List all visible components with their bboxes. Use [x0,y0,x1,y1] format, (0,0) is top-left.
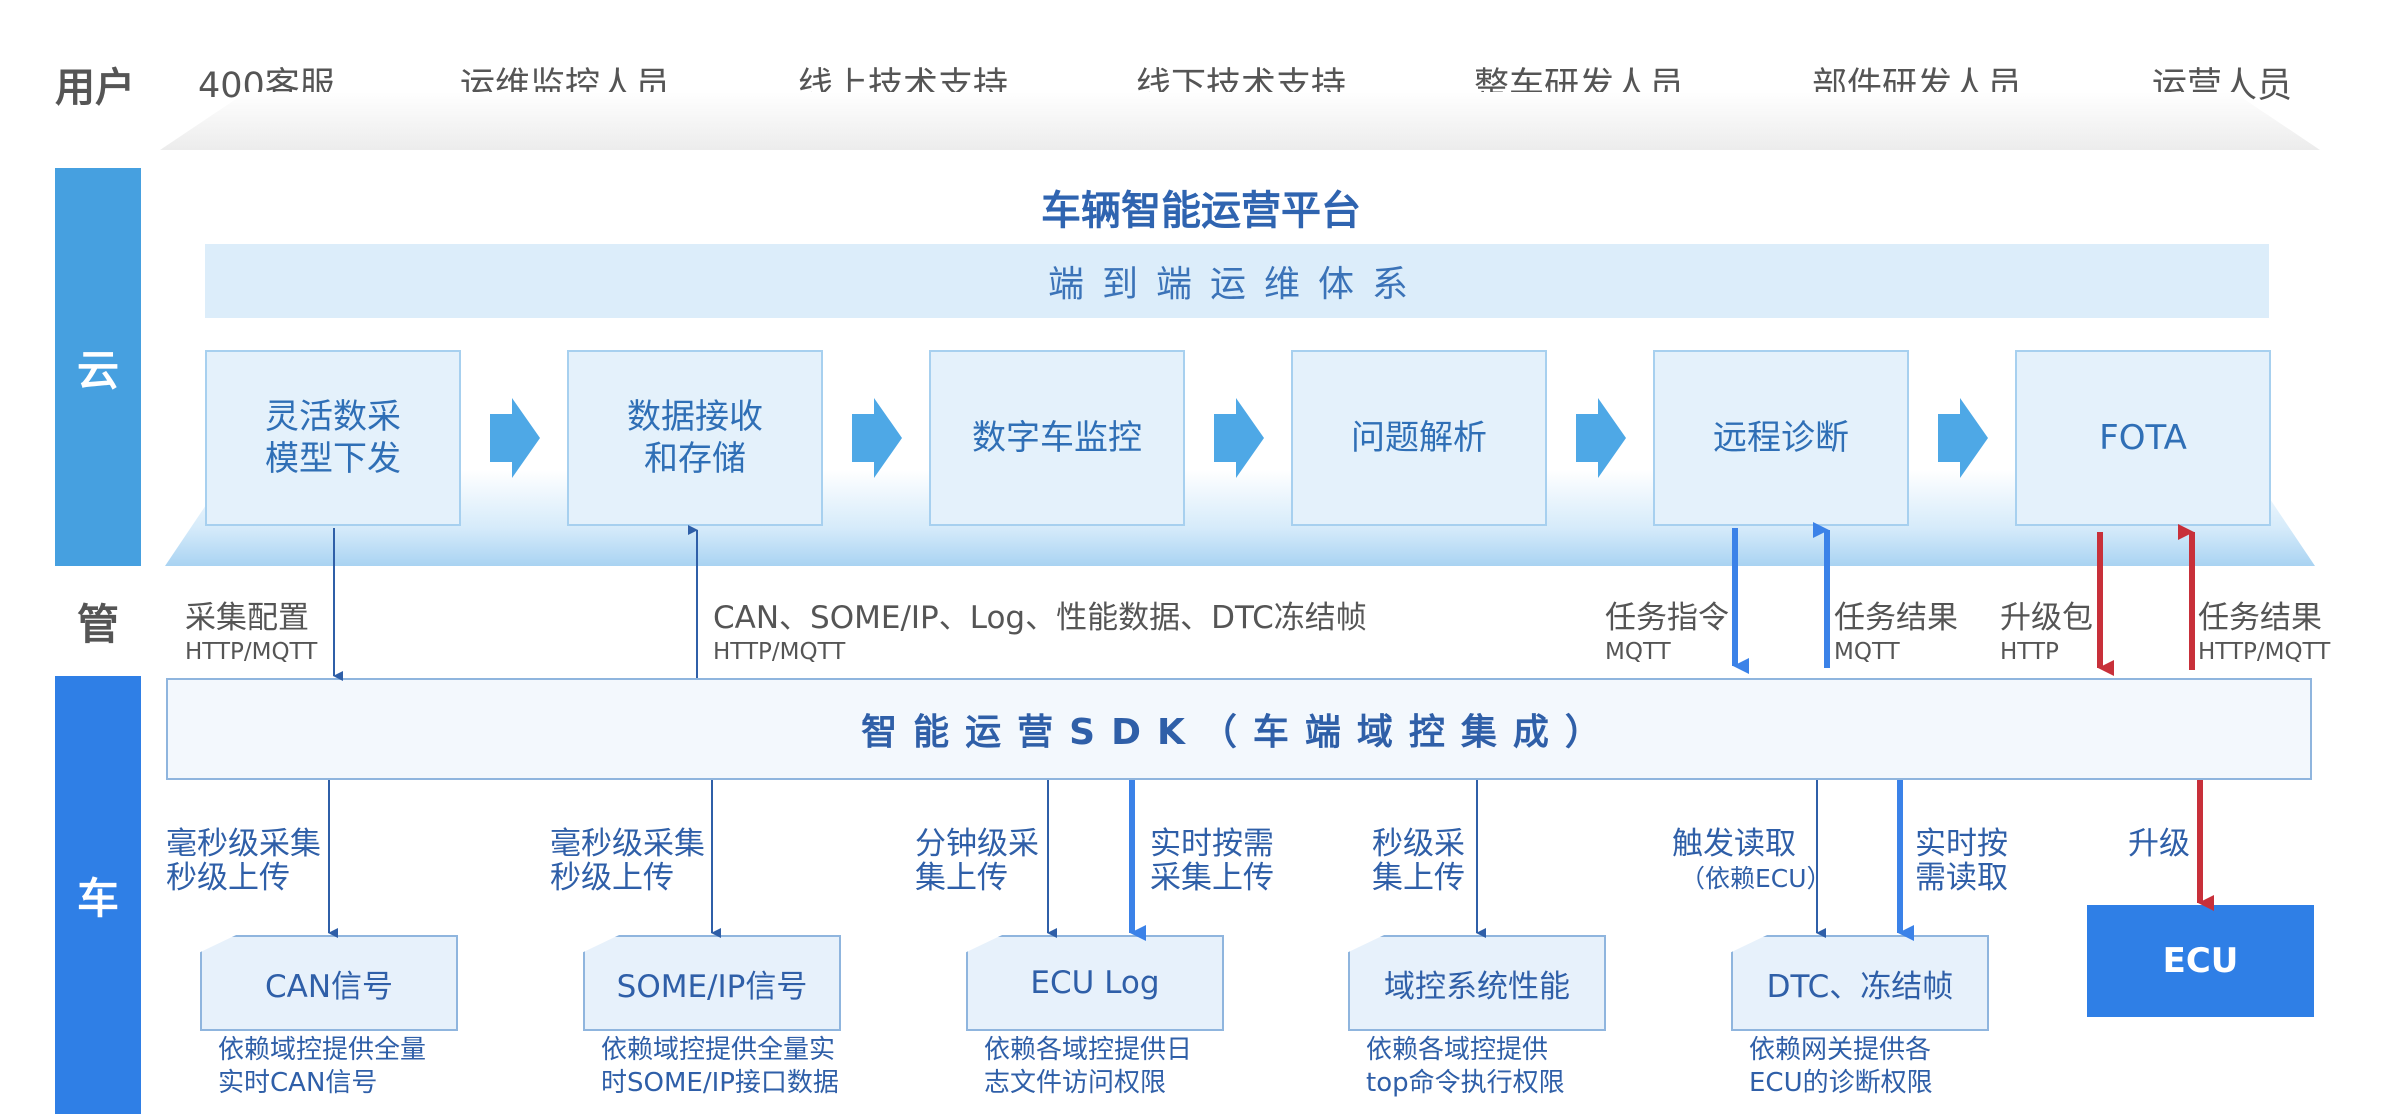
label-can-mode: 毫秒级采集 秒级上传 [166,826,321,896]
label-collect-config: 采集配置 HTTP/MQTT [185,592,317,665]
label-task-result-text: 任务结果 [1834,600,1958,636]
flow-arrow-4 [1576,398,1626,478]
label-task-result-proto: MQTT [1834,639,1900,665]
source-ecu-log: ECU Log [966,935,1224,1031]
label-task-result: 任务结果 MQTT [1834,592,1958,665]
step-receive-store: 数据接收 和存储 [567,350,823,526]
source-someip-note: 依赖域控提供全量实 时SOME/IP接口数据 [601,1035,839,1098]
flow-arrow-5 [1938,398,1988,478]
source-dtc-freeze-name: DTC、冻结帧 [1766,968,1954,1005]
label-dtc-trigger: 触发读取 [1672,826,1796,862]
label-upgrade: 升级 [2128,826,2190,862]
source-dtc-freeze: DTC、冻结帧 [1731,935,1989,1031]
step-receive-store-label: 数据接收 和存储 [627,397,763,479]
layer-pipe: 管 [55,566,141,676]
source-log-note: 依赖各域控提供日 志文件访问权限 [984,1035,1193,1098]
label-fota-result: 任务结果 HTTP/MQTT [2198,592,2330,665]
label-dtc-trigger-note: （依赖ECU） [1680,864,1832,893]
step-remote-diagnosis-label: 远程诊断 [1713,418,1849,458]
sdk-label: 智能运营SDK（车端域控集成） [861,712,1617,753]
label-upgrade-package-text: 升级包 [2000,600,2093,636]
flow-arrow-3 [1214,398,1264,478]
label-data-upload-proto: HTTP/MQTT [713,639,846,665]
label-log-ondemand: 实时按需 采集上传 [1150,826,1274,896]
ecu-label: ECU [2162,941,2239,981]
source-ecu-log-name: ECU Log [1030,965,1160,1001]
step-digital-monitor-label: 数字车监控 [972,418,1142,458]
users-band [160,92,2320,150]
step-collect-model-label: 灵活数采 模型下发 [265,397,401,479]
label-data-upload-text: CAN、SOME/IP、Log、性能数据、DTC冻结帧 [713,600,1367,636]
step-digital-monitor: 数字车监控 [929,350,1185,526]
platform-subtitle: 端到端运维体系 [205,244,2269,318]
step-remote-diagnosis: 远程诊断 [1653,350,1909,526]
source-someip-signal-name: SOME/IP信号 [616,968,808,1005]
cloud-glow-band [165,470,2315,566]
label-upgrade-package: 升级包 HTTP [2000,592,2093,665]
step-fota-label: FOTA [2099,418,2187,458]
flow-arrow-2 [852,398,902,478]
source-can-note: 依赖域控提供全量 实时CAN信号 [218,1035,427,1098]
label-fota-result-proto: HTTP/MQTT [2198,639,2331,665]
step-problem-analysis-label: 问题解析 [1351,418,1487,458]
step-fota: FOTA [2015,350,2271,526]
label-log-mode: 分钟级采 集上传 [915,826,1039,896]
label-task-command-text: 任务指令 [1605,600,1729,636]
label-fota-result-text: 任务结果 [2198,600,2322,636]
label-task-command: 任务指令 MQTT [1605,592,1729,665]
label-collect-config-proto: HTTP/MQTT [185,639,318,665]
source-domain-perf-name: 域控系统性能 [1384,968,1570,1005]
label-dtc-ondemand: 实时按 需读取 [1915,826,2008,896]
label-perf-mode: 秒级采 集上传 [1372,826,1465,896]
label-collect-config-text: 采集配置 [185,600,309,636]
layer-car: 车 [55,676,141,1114]
flow-arrow-1 [490,398,540,478]
sdk-bar: 智能运营SDK（车端域控集成） [166,678,2312,780]
layer-cloud: 云 [55,168,141,566]
ecu-box: ECU [2087,905,2314,1017]
label-data-upload: CAN、SOME/IP、Log、性能数据、DTC冻结帧 HTTP/MQTT [713,592,1367,665]
label-someip-mode: 毫秒级采集 秒级上传 [550,826,705,896]
source-dtc-note: 依赖网关提供各 ECU的诊断权限 [1749,1035,1933,1098]
label-upgrade-package-proto: HTTP [2000,639,2059,665]
source-can-signal-name: CAN信号 [264,968,394,1005]
step-collect-model: 灵活数采 模型下发 [205,350,461,526]
step-problem-analysis: 问题解析 [1291,350,1547,526]
source-can-signal: CAN信号 [200,935,458,1031]
users-label: 用户 [55,65,135,111]
source-perf-note: 依赖各域控提供 top命令执行权限 [1366,1035,1565,1098]
platform-title: 车辆智能运营平台 [1041,188,1361,234]
label-task-command-proto: MQTT [1605,639,1671,665]
